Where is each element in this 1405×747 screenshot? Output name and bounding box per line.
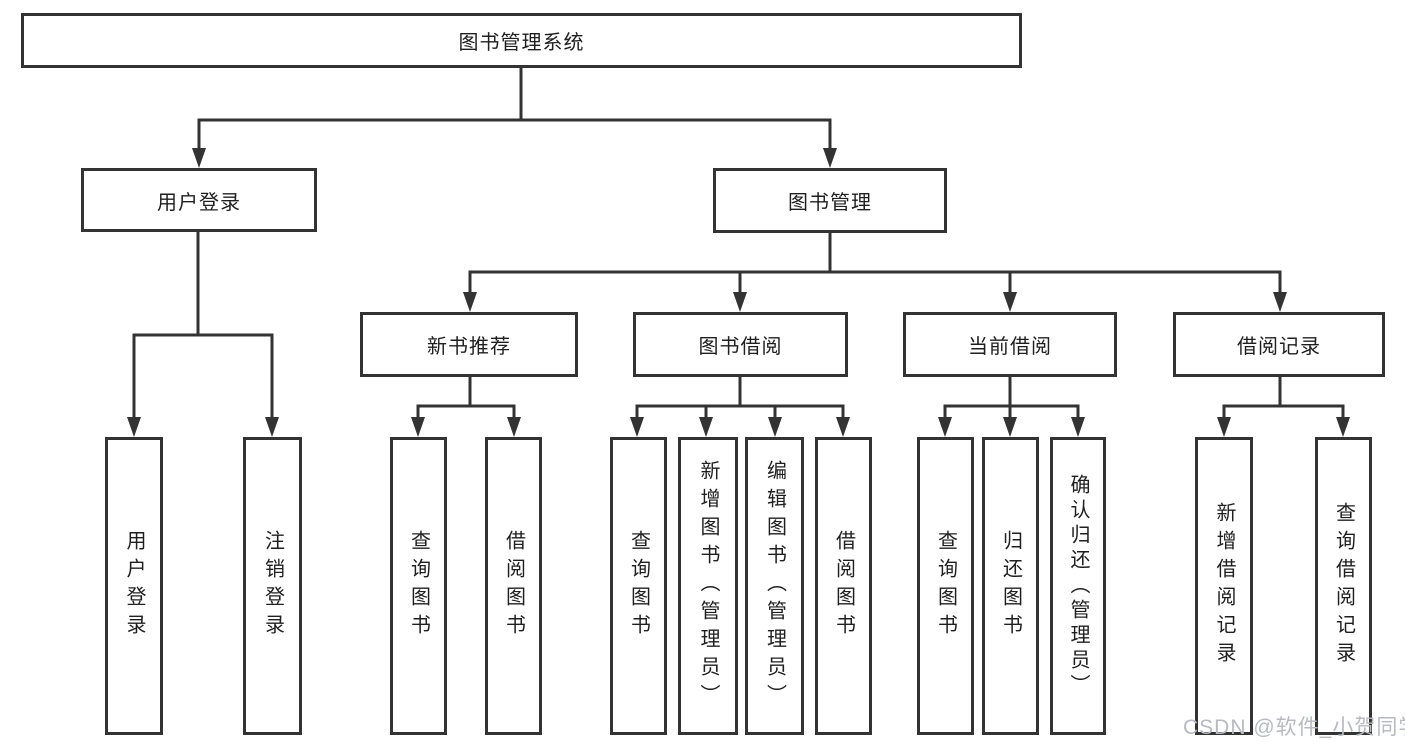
leaf-logout: 注销登录 <box>243 437 302 735</box>
node-borrowing-records-label: 借阅记录 <box>1237 336 1321 358</box>
csdn-watermark: CSDN @软件_小贺同学 <box>1183 716 1405 739</box>
leaf-current-return-books: 归还图书 <box>982 437 1039 735</box>
node-current-borrowing-label: 当前借阅 <box>968 336 1052 358</box>
node-user-login: 用户登录 <box>81 168 317 232</box>
node-book-borrowing-label: 图书借阅 <box>698 336 783 358</box>
leaf-borrowing-edit-books-label: 编辑图书（管理员） <box>763 460 786 712</box>
node-root-label: 图书管理系统 <box>458 32 585 54</box>
leaf-recommend-query-books-label: 查询图书 <box>407 530 430 642</box>
leaf-records-query-record-label: 查询借阅记录 <box>1332 502 1355 670</box>
node-user-login-label: 用户登录 <box>157 191 241 214</box>
leaf-current-confirm-return-label: 确认归还（管理员） <box>1067 473 1089 699</box>
leaf-current-confirm-return: 确认归还（管理员） <box>1050 437 1106 735</box>
leaf-borrowing-borrow-books-label: 借阅图书 <box>832 530 855 642</box>
leaf-borrowing-add-books-label: 新增图书（管理员） <box>697 460 719 712</box>
leaf-records-add-record-label: 新增借阅记录 <box>1213 502 1235 670</box>
leaf-borrowing-query-books: 查询图书 <box>610 437 667 735</box>
leaf-current-query-books: 查询图书 <box>917 437 974 735</box>
leaf-recommend-borrow-books: 借阅图书 <box>485 437 542 735</box>
node-book-management-label: 图书管理 <box>788 192 872 214</box>
leaf-recommend-borrow-books-label: 借阅图书 <box>502 530 525 642</box>
node-new-book-recommend: 新书推荐 <box>360 312 578 377</box>
leaf-borrowing-add-books: 新增图书（管理员） <box>678 437 738 735</box>
leaf-borrowing-query-books-label: 查询图书 <box>627 530 650 642</box>
leaf-current-query-books-label: 查询图书 <box>934 530 957 642</box>
leaf-records-add-record: 新增借阅记录 <box>1195 437 1253 735</box>
leaf-records-query-record: 查询借阅记录 <box>1315 437 1372 735</box>
leaf-recommend-query-books: 查询图书 <box>390 437 447 735</box>
arrowheads <box>127 148 1350 437</box>
node-book-borrowing: 图书借阅 <box>633 312 848 377</box>
node-new-book-recommend-label: 新书推荐 <box>427 336 511 358</box>
leaf-borrowing-edit-books: 编辑图书（管理员） <box>745 437 804 735</box>
leaf-user-login-label: 用户登录 <box>123 530 145 642</box>
leaf-current-return-books-label: 归还图书 <box>999 530 1022 642</box>
leaf-user-login: 用户登录 <box>105 437 163 735</box>
leaf-logout-label: 注销登录 <box>261 530 284 642</box>
node-current-borrowing: 当前借阅 <box>903 312 1117 377</box>
leaf-borrowing-borrow-books: 借阅图书 <box>815 437 872 735</box>
node-borrowing-records: 借阅记录 <box>1173 312 1385 377</box>
node-book-management: 图书管理 <box>713 168 947 233</box>
node-root: 图书管理系统 <box>21 13 1022 68</box>
